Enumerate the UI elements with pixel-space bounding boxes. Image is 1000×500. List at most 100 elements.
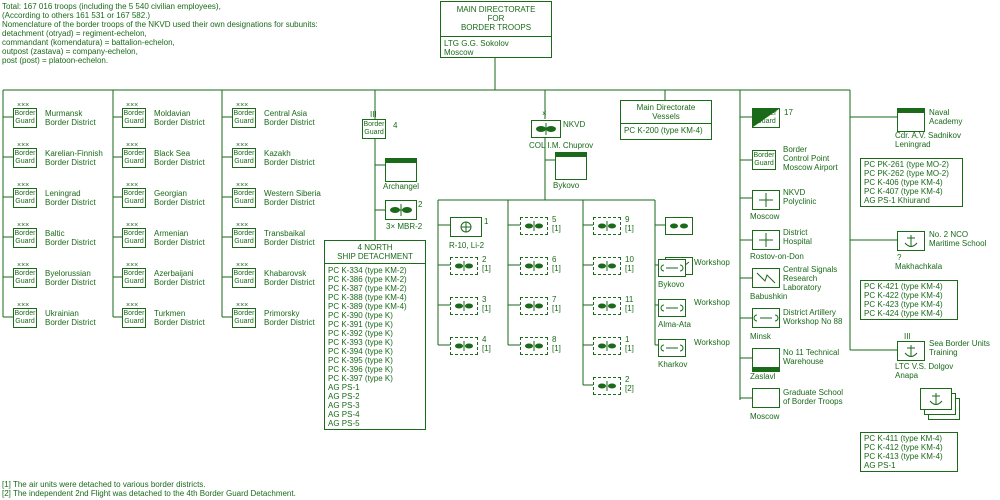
ship-entry: PC K-424 (type KM-4) — [864, 309, 943, 318]
army-mark: ××× — [236, 302, 249, 309]
ship-detachment-title1: 4 NORTH — [357, 243, 393, 252]
symbol-label: Border Guard — [14, 110, 36, 125]
workshop-location: Bykovo — [658, 280, 685, 289]
school-line2: of Border Troops — [783, 397, 843, 406]
artillery-line1: District Artillery — [783, 308, 836, 317]
flight-number: 4 — [482, 335, 487, 344]
ship-detachment-box: 4 NORTH SHIP DETACHMENT PC K-334 (type K… — [324, 240, 426, 430]
sea-regiment-mark: III — [904, 332, 911, 341]
ship-entry: AG PS-2 — [328, 392, 360, 401]
border-guard-symbol: Border Guard — [232, 188, 256, 208]
sea-ship-list: PC K-411 (type KM-4)PC K-412 (type KM-4)… — [860, 432, 958, 472]
flight-footnote: [1] — [552, 224, 561, 233]
propeller-aircraft-icon — [460, 221, 472, 233]
symbol-label: Border Guard — [14, 150, 36, 165]
symbol-label: Border Guard — [233, 230, 255, 245]
main-commander: LTG G.G. Sokolov — [444, 39, 509, 48]
army-mark: ××× — [236, 182, 249, 189]
symbol-label: Border Guard — [14, 230, 36, 245]
artillery-workshop-symbol — [752, 308, 780, 328]
anchor-icon — [904, 345, 918, 357]
artillery-location: Minsk — [750, 332, 771, 341]
flight-footnote: [1] — [625, 344, 634, 353]
ship-entry: PC K-412 (type KM-4) — [864, 443, 943, 452]
district-name: Murmansk Border District — [45, 109, 96, 127]
archangel-label: Archangel — [383, 182, 420, 191]
signals-location: Babushkin — [750, 292, 788, 301]
naval-line2: Academy — [929, 117, 963, 126]
nco-location: Makhachkala — [895, 262, 943, 271]
bg4-number: 4 — [393, 121, 398, 130]
workshop-symbol — [658, 299, 686, 317]
border-guard-4-symbol: Border Guard — [362, 119, 386, 139]
ship-entry: PC K-406 (type KM-4) — [864, 178, 943, 187]
note-commandant: commandant (komendatura) = battalion-ech… — [2, 38, 175, 47]
ship-entry: PC K-392 (type K) — [328, 329, 393, 338]
flight-unit — [520, 337, 548, 355]
army-mark: ××× — [236, 222, 249, 229]
ship-entry: AG PS-5 — [328, 419, 360, 428]
nkvd-label: NKVD — [563, 120, 586, 129]
district-name: Georgian Border District — [154, 189, 205, 207]
main-title-line2: FOR — [487, 14, 505, 23]
ship-entry: PC K-334 (type KM-2) — [328, 266, 407, 275]
warehouse-symbol — [752, 348, 780, 372]
bg17-number: 17 — [784, 108, 793, 117]
ship-entry: PC K-387 (type KM-2) — [328, 284, 407, 293]
airport-line2: Control Point — [783, 154, 830, 163]
border-guard-symbol: Border Guard — [122, 228, 146, 248]
lightning-icon — [756, 272, 776, 284]
army-mark: ××× — [126, 142, 139, 149]
warehouse-line2: Warehouse — [783, 357, 824, 366]
flight-number: 1 — [625, 335, 630, 344]
flight-footnote: [1] — [552, 344, 561, 353]
medical-cross-icon — [759, 233, 773, 247]
nco-question: ? — [897, 253, 902, 262]
symbol-label: Border Guard — [233, 310, 255, 325]
district-name: Central Asia Border District — [264, 109, 315, 127]
flight-number: 8 — [552, 335, 557, 344]
flight-number: 3 — [482, 295, 487, 304]
ship-entry: AG PS-1 — [328, 383, 360, 392]
graduate-school-symbol — [752, 388, 780, 408]
symbol-label: Border Guard — [123, 190, 145, 205]
workshop-symbol — [658, 339, 686, 357]
border-guard-symbol: Border Guard — [122, 188, 146, 208]
signals-line3: Laboratory — [783, 283, 822, 292]
sea-line2: Training — [929, 348, 958, 357]
army-mark: ××× — [126, 222, 139, 229]
district-name: Kazakh Border District — [264, 149, 315, 167]
border-guard-symbol: Border Guard — [13, 108, 37, 128]
flight-unit — [593, 257, 621, 275]
r10-label: R-10, Li-2 — [449, 241, 485, 250]
vessels-title1: Main Directorate — [636, 103, 696, 112]
naval-line1: Naval — [929, 108, 950, 117]
army-mark: ××× — [126, 262, 139, 269]
district-name: Byelorussian Border District — [45, 269, 96, 287]
flight-number: 9 — [625, 215, 630, 224]
flight-number: 11 — [625, 295, 634, 304]
signals-line2: Research — [783, 274, 818, 283]
nco-ship-list: PC K-421 (type KM-4)PC K-422 (type KM-4)… — [860, 280, 958, 320]
border-guard-symbol: Border Guard — [232, 308, 256, 328]
note-others: (According to others 161 531 or 167 582.… — [2, 11, 151, 20]
workshop-location: Alma-Ata — [658, 320, 691, 329]
naval-academy-symbol — [897, 108, 925, 132]
army-mark: ××× — [126, 182, 139, 189]
symbol-label: Border Guard — [233, 190, 255, 205]
ship-entry: PC K-421 (type KM-4) — [864, 282, 943, 291]
ship-detachment-title2: SHIP DETACHMENT — [337, 252, 413, 261]
district-name: Karelian-Finnish Border District — [45, 149, 103, 167]
army-mark: ××× — [236, 142, 249, 149]
wrench-icon — [753, 314, 779, 322]
ship-entry: PC K-413 (type KM-4) — [864, 452, 943, 461]
hospital-line1: District — [783, 228, 808, 237]
flight-number: 10 — [625, 255, 634, 264]
anchor-icon — [929, 393, 943, 405]
note-detachment: detachment (otryad) = regiment-echelon, — [2, 29, 147, 38]
army-mark: ××× — [17, 222, 30, 229]
flight-number: 2 — [482, 255, 487, 264]
vessels-title2: Vessels — [652, 112, 680, 121]
ship-entry: AG PS-4 — [328, 410, 360, 419]
polyclinic-symbol — [752, 190, 780, 210]
